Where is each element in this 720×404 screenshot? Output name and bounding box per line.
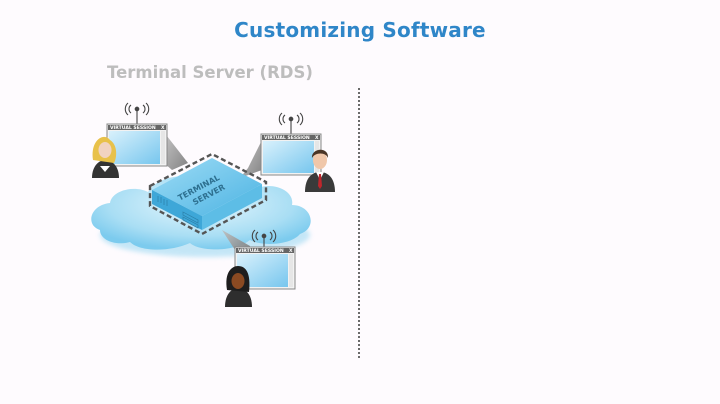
virtual-session-window: VIRTUAL SESSION X xyxy=(260,112,322,176)
virtual-session-window: VIRTUAL SESSION X xyxy=(106,102,168,167)
section-subtitle: Terminal Server (RDS) xyxy=(107,63,313,82)
wireless-antenna-icon xyxy=(124,102,150,124)
session-title: VIRTUAL SESSION xyxy=(264,135,310,141)
page-title: Customizing Software xyxy=(234,18,486,42)
session-title: VIRTUAL SESSION xyxy=(238,248,284,254)
close-icon: X xyxy=(289,248,293,254)
wireless-antenna-icon xyxy=(251,229,277,247)
close-icon: X xyxy=(315,135,319,141)
session-title: VIRTUAL SESSION xyxy=(110,125,156,131)
virtual-session-window: VIRTUAL SESSION X xyxy=(234,229,296,290)
connection-beam xyxy=(163,131,188,170)
user-avatar-man-icon xyxy=(305,149,335,192)
connection-beam xyxy=(240,140,262,178)
wireless-antenna-icon xyxy=(278,112,304,134)
user-avatar-woman-icon xyxy=(225,266,252,307)
dotted-divider xyxy=(358,88,360,358)
terminal-server-icon: TERMINAL SERVER xyxy=(148,152,268,236)
user-avatar-woman-icon xyxy=(92,136,119,178)
close-icon: X xyxy=(161,125,165,131)
